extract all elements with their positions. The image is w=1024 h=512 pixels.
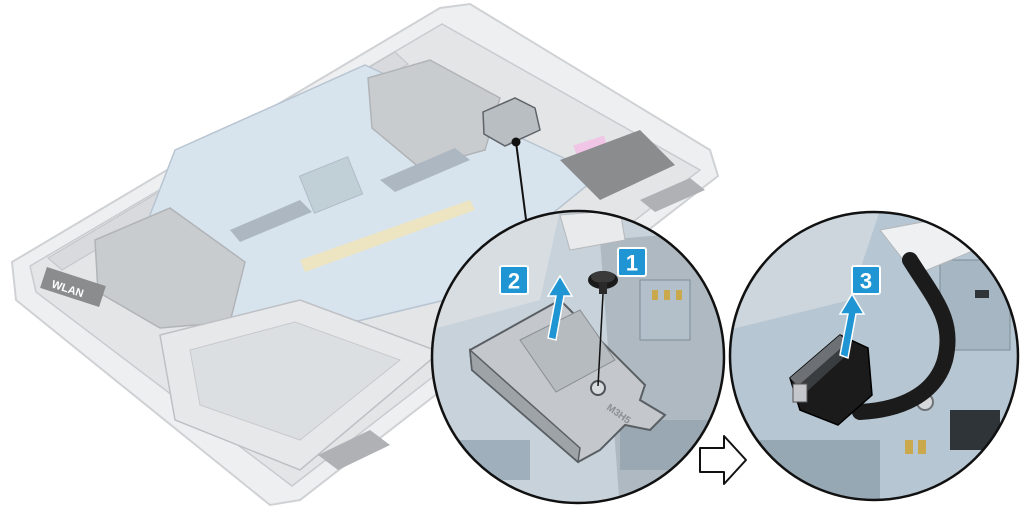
battery-panel bbox=[189, 321, 402, 441]
svg-text:1: 1 bbox=[626, 251, 638, 276]
step-badge-2: 2 bbox=[499, 265, 529, 295]
step-badge-3: 3 bbox=[851, 265, 881, 295]
wlan-card bbox=[40, 266, 106, 308]
svg-text:2: 2 bbox=[508, 269, 520, 294]
speaker-right bbox=[640, 178, 705, 212]
callout-cable-disconnect bbox=[728, 210, 1020, 502]
lift-arrow-icon bbox=[546, 274, 574, 341]
memory-slot bbox=[230, 200, 312, 242]
speaker-left bbox=[318, 430, 390, 470]
laptop-base: WLAN bbox=[10, 2, 720, 507]
memory-slot bbox=[380, 148, 470, 192]
svg-text:3: 3 bbox=[860, 269, 872, 294]
ribbon-cable bbox=[300, 200, 475, 272]
next-step-arrow-icon bbox=[699, 435, 747, 485]
screw-guide-line bbox=[597, 293, 604, 387]
cpu-chip bbox=[298, 156, 364, 214]
display-cable bbox=[852, 252, 956, 420]
callout-bracket-removal: M3H5 bbox=[430, 209, 726, 505]
fan-right bbox=[367, 59, 501, 169]
screw bbox=[588, 271, 618, 294]
lift-arrow-icon bbox=[838, 292, 866, 360]
step-badge-1: 1 bbox=[617, 247, 647, 277]
ssd-module bbox=[560, 130, 675, 200]
